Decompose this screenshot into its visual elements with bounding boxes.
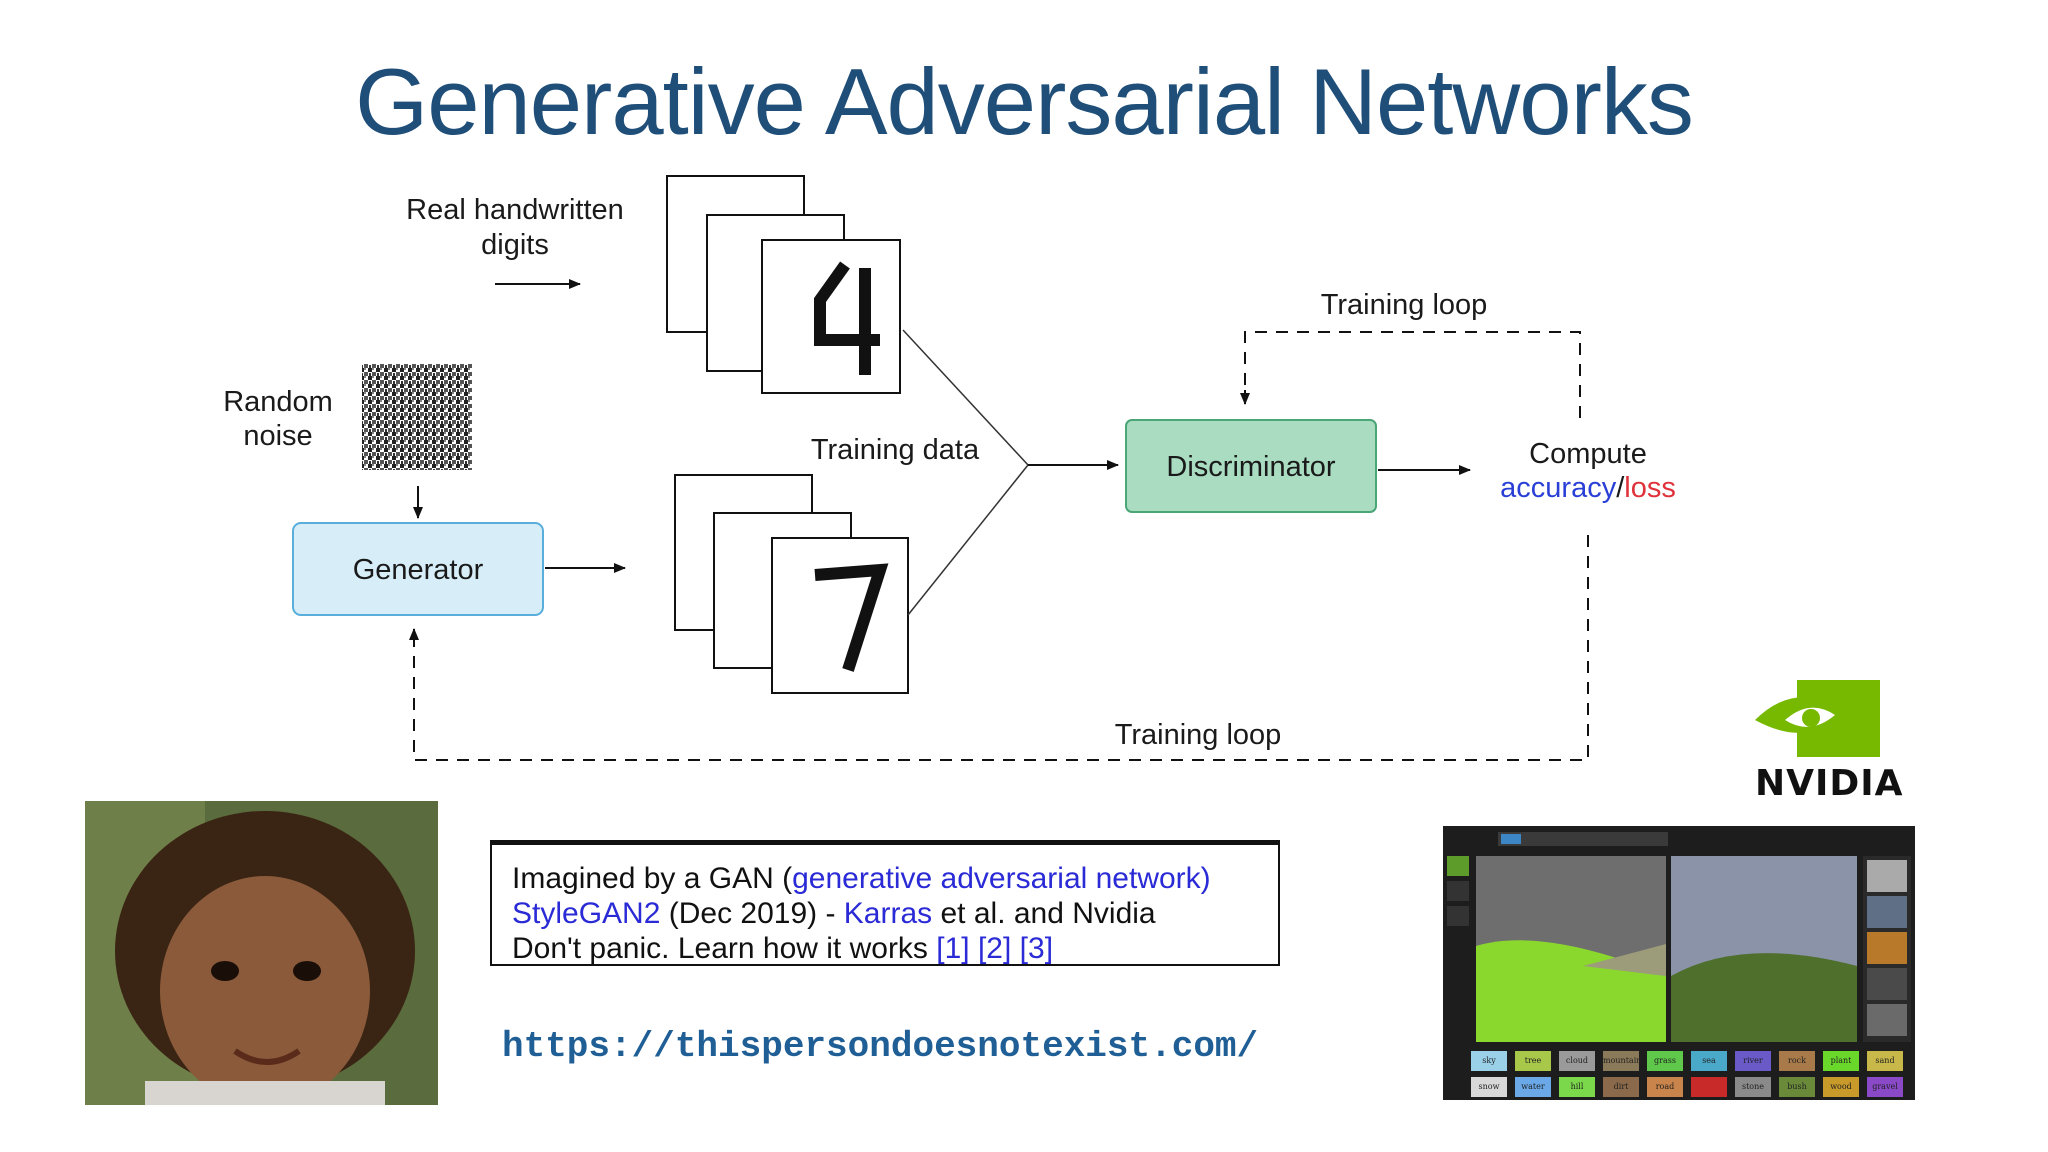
info-line2-mid: (Dec 2019) - bbox=[660, 897, 844, 930]
real-merge-line bbox=[902, 329, 1029, 466]
thispersondoesnotexist-url[interactable]: https://thispersondoesnotexist.com/ bbox=[502, 1026, 1259, 1067]
digit-four-glyph bbox=[814, 261, 880, 375]
accuracy-loss-text: accuracy/loss bbox=[1500, 472, 1676, 504]
palette-chip[interactable]: sand bbox=[1867, 1051, 1903, 1071]
palette-chip[interactable]: cloud bbox=[1559, 1051, 1595, 1071]
training-loop-bottom-label: Training loop bbox=[1115, 719, 1282, 751]
training-loop-bottom-line bbox=[413, 535, 1589, 761]
info-line3-prefix: Don't panic. Learn how it works bbox=[512, 932, 937, 965]
palette-chip[interactable]: grass bbox=[1647, 1051, 1683, 1071]
palette-chip[interactable]: rock bbox=[1779, 1051, 1815, 1071]
palette-chip[interactable]: bush bbox=[1779, 1077, 1815, 1097]
fake-digits-stack bbox=[674, 474, 909, 694]
fake-merge-line bbox=[907, 464, 1029, 616]
palette-chip[interactable] bbox=[1691, 1077, 1727, 1097]
gan-wiki-link[interactable]: generative adversarial network) bbox=[792, 862, 1211, 895]
palette-chip[interactable]: sea bbox=[1691, 1051, 1727, 1071]
palette-chip[interactable]: wood bbox=[1823, 1077, 1859, 1097]
palette-chip[interactable]: road bbox=[1647, 1077, 1683, 1097]
gan-info-box: Imagined by a GAN (generative adversaria… bbox=[490, 840, 1280, 966]
random-noise-label-2: noise bbox=[243, 420, 312, 452]
slash-label: / bbox=[1616, 472, 1625, 504]
loss-label: loss bbox=[1624, 472, 1676, 504]
palette-chip[interactable]: gravel bbox=[1867, 1077, 1903, 1097]
palette-chip[interactable]: mountain bbox=[1603, 1051, 1641, 1071]
palette-chip[interactable]: water bbox=[1515, 1077, 1551, 1097]
nvidia-wordmark: NVIDIA bbox=[1755, 763, 1904, 804]
palette-chip[interactable]: sky bbox=[1471, 1051, 1507, 1071]
discriminator-label: Discriminator bbox=[1166, 451, 1336, 483]
palette-chip[interactable]: plant bbox=[1823, 1051, 1859, 1071]
training-loop-top-label: Training loop bbox=[1321, 289, 1488, 321]
real-digits-stack bbox=[666, 175, 901, 394]
training-loop-top-line bbox=[1244, 331, 1581, 418]
palette-chip[interactable]: dirt bbox=[1603, 1077, 1639, 1097]
info-line-2: StyleGAN2 (Dec 2019) - Karras et al. and… bbox=[512, 896, 1258, 931]
info-line2-suffix: et al. and Nvidia bbox=[932, 897, 1156, 930]
real-digits-label: Real handwritten bbox=[406, 194, 624, 226]
palette-chip[interactable]: river bbox=[1735, 1051, 1771, 1071]
ref-2-link[interactable]: [2] bbox=[977, 932, 1012, 965]
digit-seven-glyph bbox=[814, 563, 889, 672]
nvidia-logo-icon bbox=[1755, 680, 1880, 762]
info-line-3: Don't panic. Learn how it works [1] [2] … bbox=[512, 931, 1258, 966]
generated-face-photo bbox=[85, 801, 438, 1105]
stylegan2-link[interactable]: StyleGAN2 bbox=[512, 897, 661, 930]
karras-link[interactable]: Karras bbox=[843, 897, 933, 930]
compute-label: Compute bbox=[1529, 438, 1647, 470]
discriminator-box bbox=[1125, 419, 1377, 513]
palette-chip[interactable]: hill bbox=[1559, 1077, 1595, 1097]
palette-chip[interactable]: snow bbox=[1471, 1077, 1507, 1097]
training-data-label: Training data bbox=[811, 434, 980, 466]
slide-title: Generative Adversarial Networks bbox=[355, 49, 1694, 154]
palette-chip[interactable]: tree bbox=[1515, 1051, 1551, 1071]
generator-box bbox=[292, 522, 544, 616]
ref-3-link[interactable]: [3] bbox=[1019, 932, 1054, 965]
generator-label: Generator bbox=[353, 554, 484, 586]
accuracy-label: accuracy bbox=[1500, 472, 1617, 504]
palette-chip[interactable]: stone bbox=[1735, 1077, 1771, 1097]
real-digits-label-2: digits bbox=[481, 229, 549, 261]
random-noise-label: Random bbox=[223, 386, 333, 418]
ref-1-link[interactable]: [1] bbox=[936, 932, 970, 965]
noise-image bbox=[362, 364, 472, 470]
info-line1-prefix: Imagined by a GAN ( bbox=[512, 862, 793, 895]
info-line-1: Imagined by a GAN (generative adversaria… bbox=[512, 861, 1258, 896]
